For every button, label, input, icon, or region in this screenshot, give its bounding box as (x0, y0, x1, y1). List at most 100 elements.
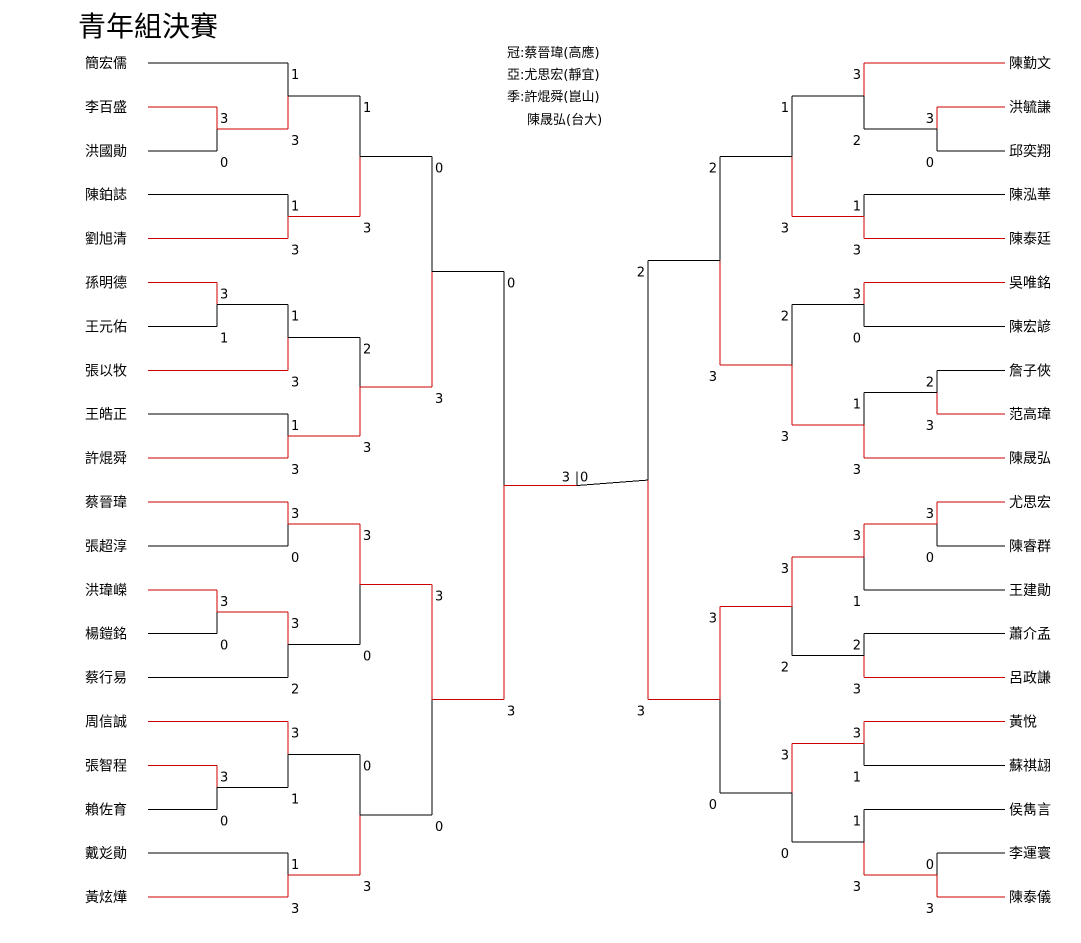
right-score: 2 (853, 639, 861, 654)
left-score: 0 (507, 277, 515, 292)
right-score: 3 (781, 748, 789, 763)
left-score: 2 (291, 683, 299, 698)
right-player-name: 邱奕翔 (1009, 144, 1051, 160)
right-score: 3 (853, 463, 861, 478)
left-score: 0 (291, 551, 299, 566)
left-player-name: 楊鎧銘 (85, 626, 127, 643)
left-score: 1 (291, 792, 299, 807)
right-score: 1 (853, 200, 861, 215)
left-player-name: 周信誠 (85, 715, 127, 731)
left-score: 0 (363, 759, 371, 774)
left-player-name: 簡宏儒 (85, 56, 127, 72)
left-score: 3 (291, 507, 299, 522)
right-player-name: 侯雋言 (1009, 802, 1051, 818)
left-score: 3 (220, 112, 228, 127)
left-player-name: 戴彣勛 (85, 846, 127, 862)
right-score: 3 (926, 419, 934, 434)
final-score: 3 (562, 471, 570, 486)
bracket-lines (148, 62, 1005, 898)
right-score: 2 (637, 266, 645, 281)
left-score: 3 (291, 617, 299, 632)
right-score: 1 (853, 595, 861, 610)
right-player-name: 蘇祺翃 (1009, 758, 1051, 774)
left-score: 1 (291, 858, 299, 873)
right-score: 3 (926, 112, 934, 127)
right-score: 3 (853, 529, 861, 544)
left-score: 3 (291, 375, 299, 390)
left-score: 0 (220, 814, 228, 829)
left-score: 3 (363, 222, 371, 237)
result-third-2: 陳晟弘(台大) (527, 113, 602, 128)
right-score: 3 (853, 880, 861, 895)
page-title: 青年組決賽 (78, 10, 218, 43)
right-player-name: 陳泰儀 (1009, 890, 1051, 906)
left-player-name: 陳鉑誌 (85, 188, 127, 204)
left-score: 3 (435, 392, 443, 407)
right-player-name: 陳晟弘 (1009, 451, 1051, 467)
left-score: 3 (435, 589, 443, 604)
right-score: 0 (926, 858, 934, 873)
right-score: 0 (781, 847, 789, 862)
left-score: 0 (220, 156, 228, 171)
right-score: 0 (926, 156, 934, 171)
right-player-name: 黃悅 (1009, 715, 1037, 731)
left-score: 3 (363, 441, 371, 456)
right-score: 3 (926, 507, 934, 522)
right-score: 3 (853, 727, 861, 742)
right-score: 2 (709, 161, 717, 176)
right-score: 3 (637, 705, 645, 720)
right-player-name: 蕭介孟 (1009, 627, 1051, 643)
left-score: 1 (291, 200, 299, 215)
left-player-name: 許焜舜 (85, 451, 127, 467)
right-player-name: 詹子俠 (1009, 363, 1051, 379)
left-score: 3 (507, 705, 515, 720)
left-score: 3 (220, 595, 228, 610)
right-score: 3 (853, 244, 861, 259)
result-runner-up: 亞:尤思宏(靜宜) (507, 68, 600, 83)
right-player-name: 陳泰廷 (1009, 232, 1051, 248)
left-player-name: 王皓正 (85, 407, 127, 423)
left-score: 0 (220, 639, 228, 654)
left-score: 3 (363, 880, 371, 895)
right-score: 3 (709, 611, 717, 626)
right-player-name: 范高瑋 (1009, 406, 1051, 423)
final-score: 0 (580, 471, 588, 486)
right-player-name: 王建勛 (1009, 583, 1051, 599)
right-score: 1 (853, 770, 861, 785)
right-score: 3 (853, 683, 861, 698)
right-score: 1 (781, 101, 789, 116)
right-player-name: 陳泓華 (1009, 188, 1051, 204)
left-player-name: 蔡行易 (85, 671, 127, 687)
left-player-name: 洪瑋嶸 (85, 583, 127, 599)
left-score: 1 (363, 101, 371, 116)
left-player-name: 劉旭清 (85, 232, 127, 248)
left-score: 0 (435, 161, 443, 176)
right-score: 0 (926, 551, 934, 566)
right-player-name: 呂政謙 (1009, 671, 1051, 687)
left-score: 3 (291, 727, 299, 742)
bracket-labels: 簡宏儒李百盛洪國勛陳鉑誌劉旭清孫明德王元佑張以牧王皓正許焜舜蔡晉瑋張超淳洪瑋嶸楊… (85, 56, 1051, 917)
right-player-name: 尤思宏 (1009, 495, 1051, 511)
left-player-name: 張超淳 (85, 538, 127, 555)
right-player-name: 陳勤文 (1009, 56, 1051, 72)
left-score: 3 (220, 288, 228, 303)
right-score: 3 (781, 430, 789, 445)
result-third: 季:許焜舜(崑山) (507, 90, 600, 105)
right-score: 3 (781, 562, 789, 577)
left-score: 3 (291, 244, 299, 259)
right-score: 2 (853, 134, 861, 149)
left-score: 3 (291, 134, 299, 149)
left-score: 2 (363, 342, 371, 357)
final-line (576, 479, 649, 487)
right-score: 1 (853, 397, 861, 412)
right-score: 1 (853, 814, 861, 829)
left-player-name: 黃炫燁 (85, 890, 127, 906)
left-player-name: 張智程 (85, 758, 127, 774)
right-score: 2 (781, 309, 789, 324)
right-player-name: 洪毓謙 (1009, 100, 1051, 116)
right-score: 0 (709, 798, 717, 813)
left-player-name: 賴佐育 (85, 802, 127, 818)
left-score: 3 (363, 529, 371, 544)
left-score: 3 (291, 902, 299, 917)
